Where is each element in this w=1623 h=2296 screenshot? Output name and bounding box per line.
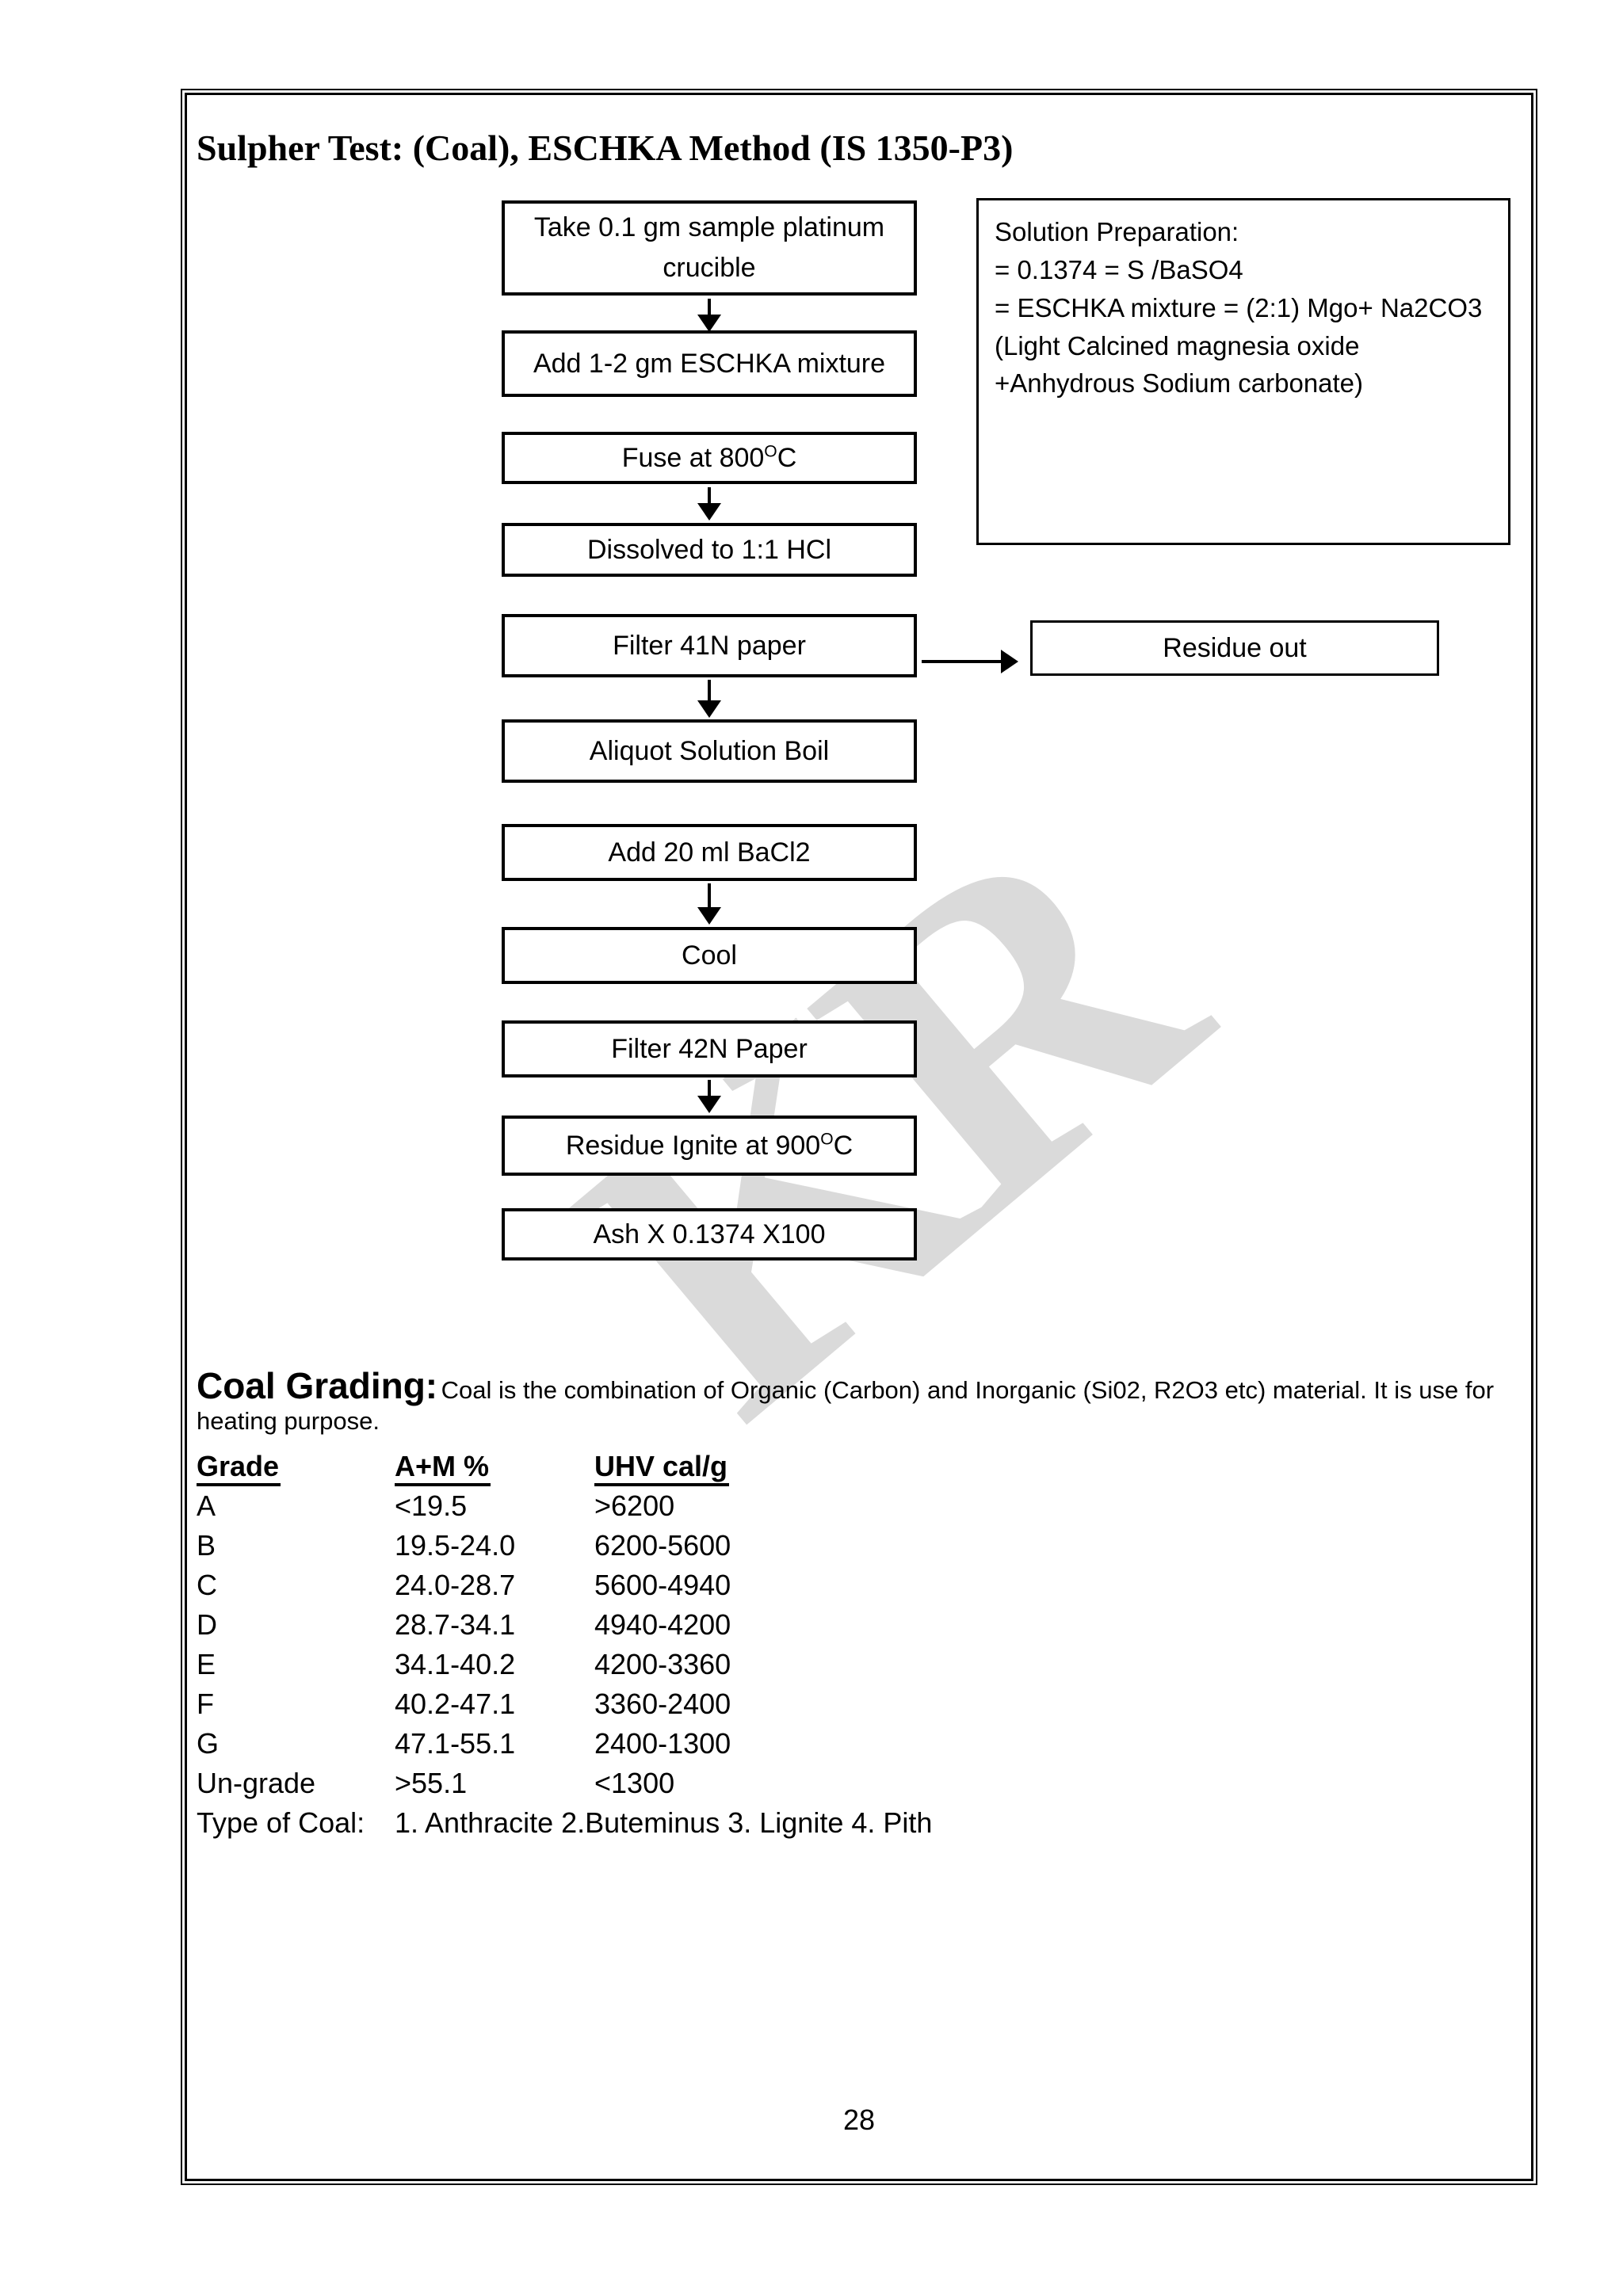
col-header-grade: Grade <box>197 1450 395 1486</box>
table-cell: B <box>197 1529 216 1562</box>
table-cell: 19.5-24.0 <box>395 1529 516 1562</box>
flow-step-cool: Cool <box>502 927 917 984</box>
arrow-stem <box>708 1080 711 1096</box>
table-cell: >6200 <box>594 1489 675 1522</box>
arrow-down-2 <box>697 487 722 521</box>
table-cell: F <box>197 1688 214 1720</box>
table-cell: 6200-5600 <box>594 1529 731 1562</box>
arrow-stem <box>708 487 711 503</box>
flow-step-fuse-label: Fuse at 800OC <box>621 442 797 473</box>
coal-grading-heading: Coal Grading: <box>197 1365 438 1406</box>
flow-step-add-bacl2: Add 20 ml BaCl2 <box>502 824 917 881</box>
solution-line-1: Solution Preparation: <box>995 217 1239 246</box>
table-cell: 47.1-55.1 <box>395 1727 516 1760</box>
flow-step-filter-41n: Filter 41N paper <box>502 614 917 677</box>
table-cell: 24.0-28.7 <box>395 1569 516 1601</box>
arrow-stem <box>708 680 711 700</box>
table-cell: 34.1-40.2 <box>395 1648 516 1680</box>
solution-line-5: +Anhydrous Sodium carbonate) <box>995 368 1364 399</box>
arrow-down-1 <box>697 299 722 332</box>
solution-line-4: (Light Calcined magnesia oxide <box>995 330 1360 360</box>
table-cell: 5600-4940 <box>594 1569 731 1601</box>
type-of-coal-label: Type of Coal: <box>197 1806 365 1839</box>
table-cell: D <box>197 1608 217 1641</box>
arrow-right-residue <box>922 650 1018 673</box>
page-title: Sulpher Test: (Coal), ESCHKA Method (IS … <box>197 128 1014 168</box>
flow-step-take-sample: Take 0.1 gm sample platinum crucible <box>502 200 917 296</box>
degree-superscript: O <box>820 1130 834 1149</box>
table-cell: 40.2-47.1 <box>395 1688 516 1720</box>
solution-line-3: = ESCHKA mixture = (2:1) Mgo+ Na2CO3 <box>995 292 1483 322</box>
solution-preparation-box: Solution Preparation: = 0.1374 = S /BaSO… <box>976 198 1510 545</box>
coal-grading-description: Coal is the combination of Organic (Carb… <box>197 1376 1495 1435</box>
flow-step-ash-calc: Ash X 0.1374 X100 <box>502 1208 917 1261</box>
arrow-head-down-icon <box>697 315 721 332</box>
table-cell: <1300 <box>594 1767 675 1799</box>
table-cell: Un-grade <box>197 1767 316 1799</box>
page-number: 28 <box>842 2103 876 2136</box>
flow-step-fuse: Fuse at 800OC <box>502 432 917 484</box>
arrow-down-5 <box>697 1080 722 1113</box>
table-cell: <19.5 <box>395 1489 468 1522</box>
arrow-down-3 <box>697 680 722 718</box>
arrow-head-down-icon <box>697 700 721 718</box>
arrow-head-down-icon <box>697 1096 721 1113</box>
table-cell: >55.1 <box>395 1767 468 1799</box>
page-border-frame-inner <box>185 93 1533 2181</box>
arrow-head-down-icon <box>697 907 721 925</box>
flow-step-dissolve: Dissolved to 1:1 HCl <box>502 523 917 577</box>
table-cell: 2400-1300 <box>594 1727 731 1760</box>
flow-step-add-eschka: Add 1-2 gm ESCHKA mixture <box>502 330 917 397</box>
type-of-coal-value: 1. Anthracite 2.Buteminus 3. Lignite 4. … <box>395 1806 933 1839</box>
table-cell: C <box>197 1569 217 1601</box>
flow-step-residue-ignite: Residue Ignite at 900OC <box>502 1116 917 1176</box>
arrow-head-down-icon <box>697 503 721 521</box>
arrow-down-4 <box>697 883 722 925</box>
arrow-head-right-icon <box>1001 650 1018 673</box>
table-cell: 3360-2400 <box>594 1688 731 1720</box>
solution-line-2: = 0.1374 = S /BaSO4 <box>995 254 1243 284</box>
col-header-uhv: UHV cal/g <box>594 1450 1544 1486</box>
degree-superscript: O <box>764 442 777 461</box>
coal-grading-intro: Coal Grading: Coal is the combination of… <box>197 1364 1544 1436</box>
flow-step-ignite-label: Residue Ignite at 900OC <box>565 1130 854 1161</box>
col-header-am: A+M % <box>395 1450 594 1486</box>
table-cell: A <box>197 1489 216 1522</box>
arrow-stem <box>708 299 711 315</box>
table-cell: 28.7-34.1 <box>395 1608 516 1641</box>
table-cell: 4940-4200 <box>594 1608 731 1641</box>
table-cell: E <box>197 1648 216 1680</box>
arrow-stem <box>922 660 1001 663</box>
flow-step-filter-42n: Filter 42N Paper <box>502 1020 917 1077</box>
flow-step-aliquot-boil: Aliquot Solution Boil <box>502 719 917 783</box>
table-cell: 4200-3360 <box>594 1648 731 1680</box>
residue-out-box: Residue out <box>1030 620 1439 676</box>
coal-grading-table: Grade A+M % UHV cal/g A <19.5 >6200 B 19… <box>197 1447 1544 1843</box>
table-cell: G <box>197 1727 220 1760</box>
coal-grading-section: Coal Grading: Coal is the combination of… <box>197 1364 1544 1843</box>
arrow-stem <box>708 883 711 907</box>
